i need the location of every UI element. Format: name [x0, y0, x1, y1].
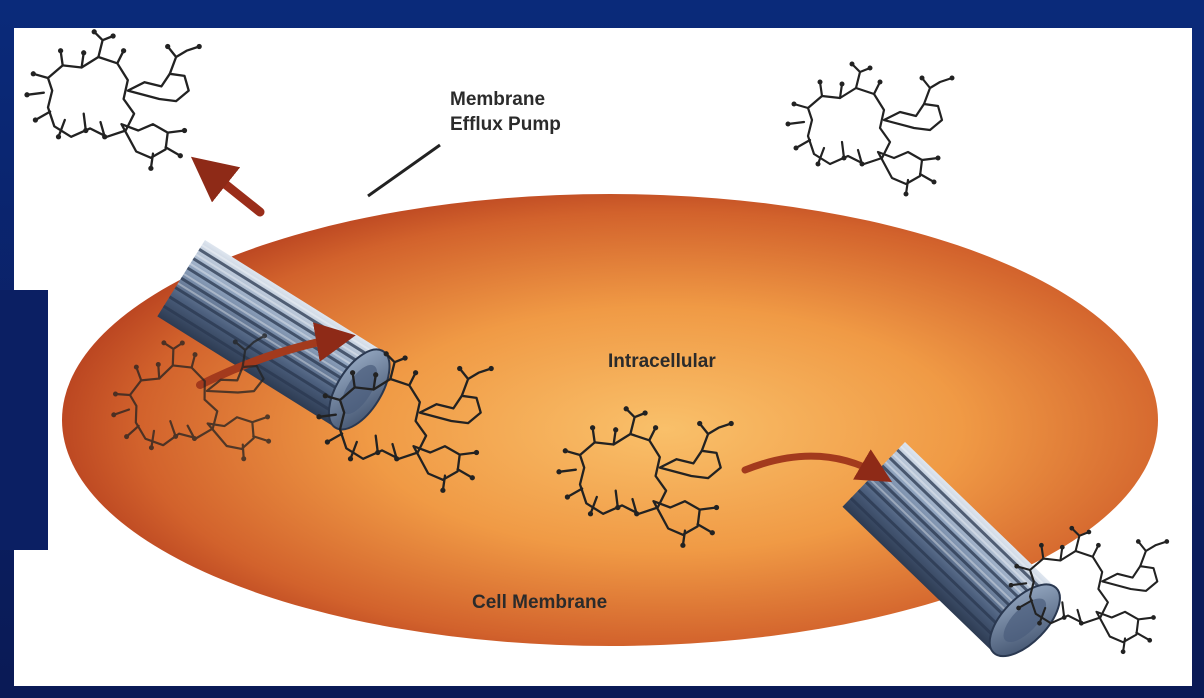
intracellular-label: Intracellular — [608, 351, 716, 372]
pump-label-pointer — [368, 145, 440, 196]
molecule-outside-top-left-icon — [24, 29, 201, 171]
pump-label-line2: Efflux Pump — [450, 114, 561, 135]
molecule-outside-top-right-icon — [786, 62, 955, 197]
pump-label-line1: Membrane — [450, 89, 545, 110]
cell-membrane-label: Cell Membrane — [472, 592, 607, 613]
efflux-arrow-out-icon — [205, 168, 260, 212]
